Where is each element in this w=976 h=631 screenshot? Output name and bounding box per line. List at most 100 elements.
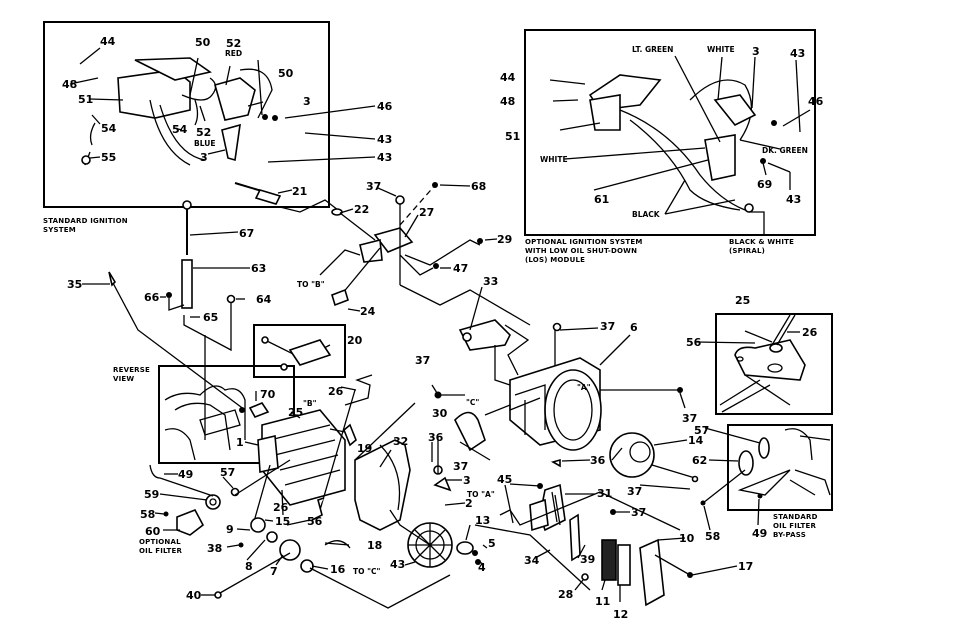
callout-32: 32 bbox=[393, 435, 408, 448]
callout-44: 44 bbox=[100, 35, 116, 48]
muffler-guard bbox=[617, 544, 631, 586]
callout-37-block: 37 bbox=[600, 320, 615, 333]
governor-plate bbox=[734, 339, 806, 381]
governor-detail-inset: 25 26 56 bbox=[686, 294, 833, 415]
wire-label-black: BLACK bbox=[632, 210, 661, 219]
optional-ignition-module bbox=[713, 94, 757, 127]
bypass-caption-1: STANDARD bbox=[773, 513, 818, 521]
optional-oil-filter bbox=[176, 508, 205, 536]
standard-ignition-caption-2: SYSTEM bbox=[43, 226, 76, 234]
callout-70: 70 bbox=[260, 388, 276, 401]
callout-65: 65 bbox=[203, 311, 218, 324]
callout-37-left: 37 bbox=[415, 354, 430, 367]
oil-fill-plug bbox=[226, 294, 236, 304]
callout-60: 60 bbox=[145, 525, 161, 538]
opt-callout-43: 43 bbox=[790, 47, 805, 60]
bypass-callout-57: 57 bbox=[694, 424, 709, 437]
optional-ignition-inset: 44 48 51 61 3 43 46 69 43 LT. GREEN WHIT… bbox=[500, 29, 824, 264]
opt-callout-43b: 43 bbox=[786, 193, 801, 206]
callout-7: 7 bbox=[270, 565, 278, 578]
callout-33: 33 bbox=[483, 275, 498, 288]
callout-52-blue: 52 bbox=[196, 126, 211, 139]
bypass-plate bbox=[758, 437, 770, 459]
bypass-frame bbox=[727, 424, 833, 511]
callout-25: 25 bbox=[288, 406, 303, 419]
callout-34: 34 bbox=[524, 554, 540, 567]
ref-to-a: TO "A" bbox=[467, 490, 495, 499]
wire-label-dk-green: DK. GREEN bbox=[762, 146, 808, 155]
bypass-gasket bbox=[738, 450, 754, 476]
choke-detail-inset: 20 bbox=[253, 324, 363, 378]
callout-30: 30 bbox=[432, 407, 448, 420]
opt-callout-61: 61 bbox=[594, 193, 609, 206]
choke-shaft bbox=[248, 402, 270, 418]
opt-callout-51: 51 bbox=[505, 130, 520, 143]
bracket-screw bbox=[395, 195, 405, 205]
governor-linkage-group: 21 22 37 68 27 29 47 24 TO "B" bbox=[234, 180, 531, 326]
black-white-spiral-caption-1: BLACK & WHITE bbox=[729, 238, 794, 246]
callout-37-muffler: 37 bbox=[631, 506, 646, 519]
los-module bbox=[704, 134, 736, 181]
ref-mark-c: "C" bbox=[466, 398, 479, 407]
bypass-callout-49: 49 bbox=[752, 527, 767, 540]
callout-56: 56 bbox=[307, 515, 323, 528]
callout-10: 10 bbox=[679, 532, 695, 545]
optional-oil-filter-caption-2: OIL FILTER bbox=[139, 547, 182, 555]
callout-38: 38 bbox=[207, 542, 222, 555]
callout-26-lower: 26 bbox=[273, 501, 289, 514]
callout-5: 5 bbox=[488, 537, 496, 550]
callout-8: 8 bbox=[245, 560, 253, 573]
callout-43: 43 bbox=[377, 133, 392, 146]
callout-18: 18 bbox=[367, 539, 382, 552]
wire-label-white-left: WHITE bbox=[540, 155, 568, 164]
callout-31: 31 bbox=[597, 487, 612, 500]
callout-52-red: 52 bbox=[226, 37, 241, 50]
callout-14: 14 bbox=[688, 434, 704, 447]
callout-9: 9 bbox=[226, 523, 234, 536]
carburetor-bowl bbox=[257, 435, 279, 473]
callout-19: 19 bbox=[357, 442, 372, 455]
control-bracket bbox=[373, 227, 414, 253]
engine-block-group: 33 37 6 37 37 30 "C" "A" 37 bbox=[415, 275, 697, 473]
callout-12: 12 bbox=[613, 608, 628, 621]
optional-inset-frame bbox=[524, 29, 816, 236]
callout-36-block: 36 bbox=[590, 454, 606, 467]
muffler-screen bbox=[601, 539, 617, 581]
oil-fill-group: 67 63 35 66 64 65 bbox=[67, 200, 272, 440]
opt-callout-3: 3 bbox=[752, 45, 760, 58]
callout-50: 50 bbox=[195, 36, 211, 49]
callout-55: 55 bbox=[101, 151, 116, 164]
air-baffle bbox=[354, 439, 411, 531]
air-vane bbox=[454, 411, 486, 452]
callout-3-main: 3 bbox=[463, 474, 471, 487]
callout-16: 16 bbox=[330, 563, 346, 576]
optional-coil bbox=[589, 94, 621, 131]
callout-43b: 43 bbox=[377, 151, 392, 164]
callout-59: 59 bbox=[144, 488, 159, 501]
reverse-view-caption-2: VIEW bbox=[113, 375, 134, 383]
callout-24: 24 bbox=[360, 305, 376, 318]
gov-callout-56: 56 bbox=[686, 336, 702, 349]
reverse-view-caption-1: REVERSE bbox=[113, 366, 150, 374]
callout-37-bracket: 37 bbox=[366, 180, 381, 193]
starter-cup bbox=[456, 541, 474, 555]
callout-37-starter: 37 bbox=[627, 485, 642, 498]
callout-37-right: 37 bbox=[682, 412, 697, 425]
callout-57: 57 bbox=[220, 466, 235, 479]
bypass-callout-58: 58 bbox=[705, 530, 720, 543]
callout-28: 28 bbox=[558, 588, 573, 601]
standard-ignition-caption-1: STANDARD IGNITION bbox=[43, 217, 128, 225]
breather-tube bbox=[108, 271, 117, 287]
ref-to-c: TO "C" bbox=[353, 567, 381, 576]
gov-callout-26: 26 bbox=[802, 326, 818, 339]
blower-group: 32 36 3 TO "A" 2 13 5 4 43 bbox=[354, 402, 496, 574]
inset-frame bbox=[43, 21, 330, 208]
opt-callout-48: 48 bbox=[500, 95, 515, 108]
ref-mark-b: "B" bbox=[303, 399, 317, 408]
wire-label-red: RED bbox=[225, 49, 242, 58]
oil-system-group: 49 57 59 58 60 OPTIONAL OIL FILTER 9 15 … bbox=[139, 459, 451, 609]
callout-47: 47 bbox=[453, 262, 468, 275]
bypass-caption-3: BY-PASS bbox=[773, 531, 806, 539]
callout-36: 36 bbox=[428, 431, 444, 444]
opt-callout-44: 44 bbox=[500, 71, 516, 84]
